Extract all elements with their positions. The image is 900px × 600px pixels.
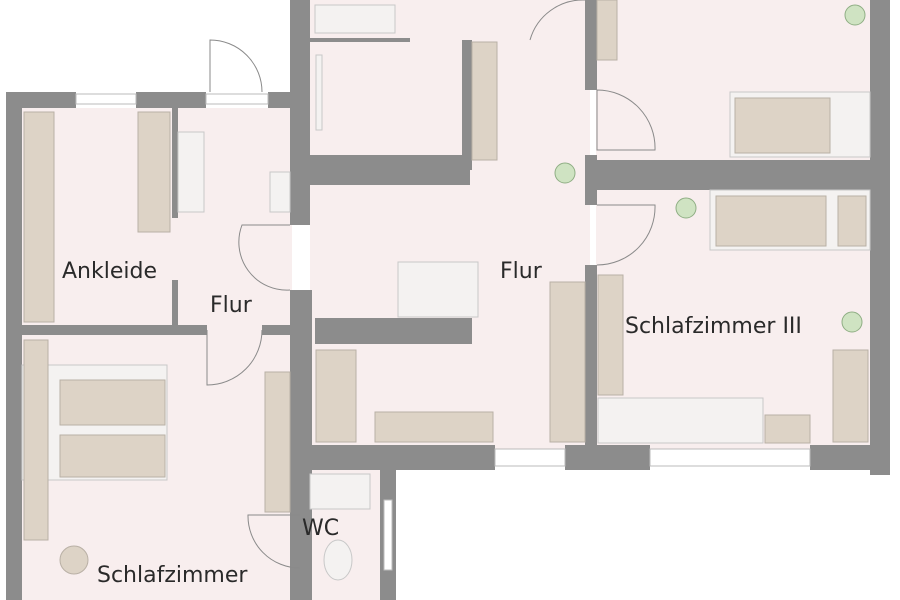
room-label-ankleide: Ankleide	[62, 259, 157, 284]
room-label-flur-left: Flur	[210, 293, 253, 318]
room-label-schlafzimmer: Schlafzimmer	[97, 563, 248, 588]
doors	[206, 0, 656, 569]
stairs	[397, 261, 479, 318]
room-label-schlafzimmer-3: Schlafzimmer III	[625, 314, 802, 339]
room-label-flur-center: Flur	[500, 259, 543, 284]
room-label-wc: WC	[302, 516, 339, 541]
windows	[75, 93, 811, 571]
plants	[59, 4, 866, 575]
furniture	[21, 0, 871, 581]
walls	[6, 0, 890, 600]
